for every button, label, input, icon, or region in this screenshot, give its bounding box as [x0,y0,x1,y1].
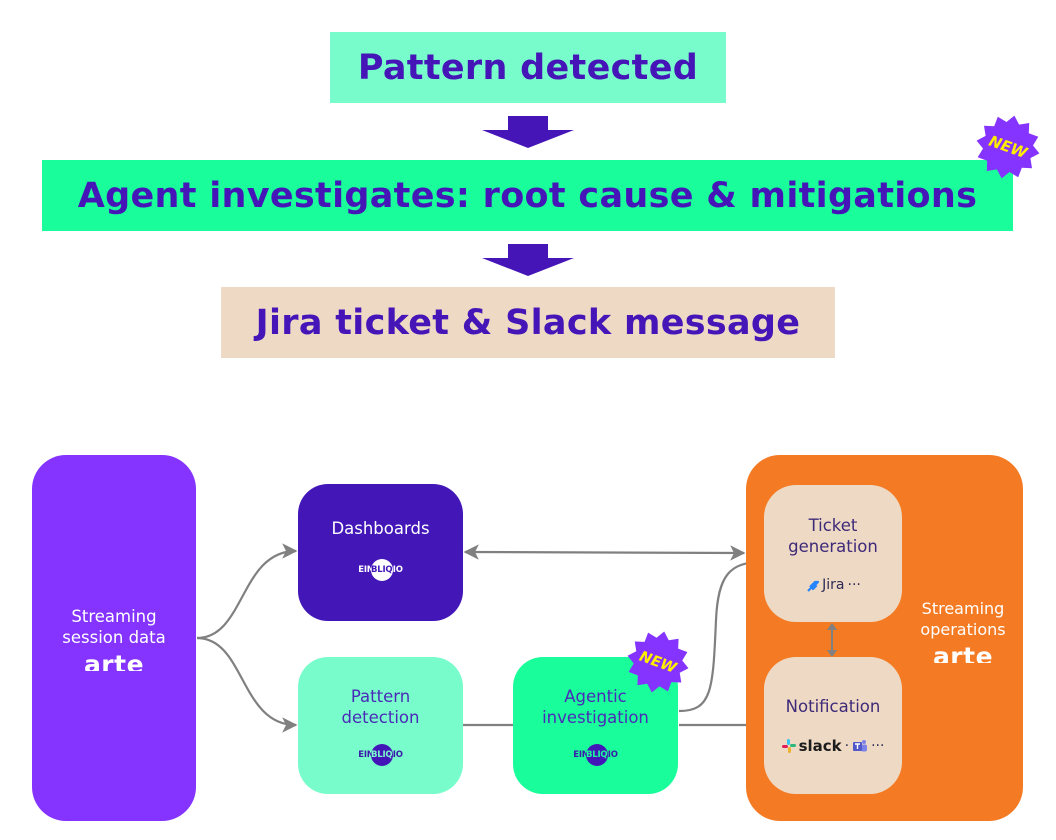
node-label: Notification [785,697,881,716]
node-label: Streaming [921,599,1005,618]
operations-label: Streaming operations arte [908,598,1018,663]
node-label: Pattern [350,686,411,706]
flow-step-agent-investigates: Agent investigates: root cause & mitigat… [42,160,1013,231]
flow-step-label: Agent investigates: root cause & mitigat… [77,175,978,216]
arte-logo: arte [932,646,994,663]
flow-step-label: Jira ticket & Slack message [255,302,801,343]
node-label: Dashboards [331,519,430,538]
tool-row: slack · ··· [781,737,885,755]
new-badge: NEW [626,630,690,694]
node-label: detection [341,707,420,727]
node-label: Streaming [71,606,157,626]
new-badge: NEW [975,114,1041,180]
teams-icon [853,740,868,752]
einbliq-logo: EIN BLIQ .IO [573,743,618,766]
slack-label: slack [798,737,842,755]
node-label: investigation [542,707,649,727]
connector-source-to-dashboards [196,543,298,640]
einbliq-logo: EIN BLIQ .IO [358,743,403,766]
down-arrow-icon [482,116,574,148]
node-label: operations [920,620,1006,639]
flow-step-pattern-detected: Pattern detected [330,32,726,103]
starburst-icon: NEW [976,115,1040,179]
node-label: Ticket [808,515,858,535]
connector-dashboards-ops [463,544,746,561]
tool-row: Jira ··· [805,577,861,593]
node-pattern-detection: Pattern detection EIN BLIQ .IO [298,657,463,794]
slack-icon [781,739,796,753]
jira-icon [807,580,820,592]
node-notification: Notification slack · ··· [764,657,902,794]
node-label: session data [62,627,166,647]
more-tools: ··· [871,738,885,754]
bidirectional-arrow-icon [827,623,837,657]
connector-source-to-pattern [196,636,298,733]
node-label: generation [788,536,878,556]
node-dashboards: Dashboards EIN BLIQ .IO [298,484,463,621]
node-label: Agentic [564,686,627,706]
more-tools: ··· [847,576,861,593]
arte-logo: arte [83,653,145,671]
jira-label: Jira [822,576,845,593]
down-arrow-icon [482,244,574,276]
node-ticket-generation: Ticket generation Jira ··· [764,485,902,622]
einbliq-logo: EIN BLIQ .IO [358,559,403,581]
flow-step-label: Pattern detected [357,47,699,88]
separator: · [844,738,850,754]
starburst-icon: NEW [627,631,689,693]
flow-step-jira-slack: Jira ticket & Slack message [221,287,835,358]
node-streaming-session-data: Streaming session data arte [32,455,196,821]
